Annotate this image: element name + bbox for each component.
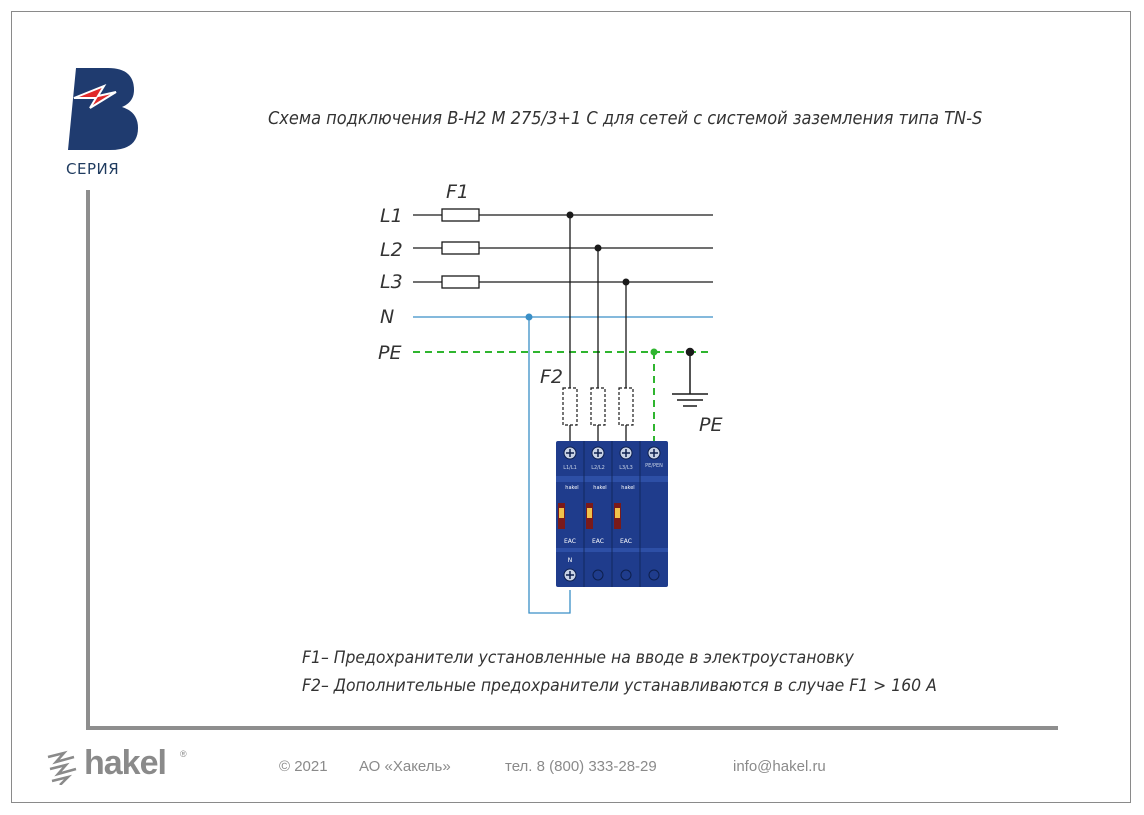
fuse-f1-l2 xyxy=(441,241,480,255)
terminal-label-l3: L3/L3 xyxy=(619,465,633,471)
line-label-pe: PE xyxy=(378,342,401,364)
pe-junction xyxy=(650,348,658,356)
line-label-l1: L1 xyxy=(380,205,403,227)
hakel-logo-text: hakel xyxy=(84,744,167,782)
series-label: СЕРИЯ xyxy=(66,160,120,178)
line-label-l2: L2 xyxy=(380,239,403,261)
series-b-logo xyxy=(68,68,138,150)
junction-l2 xyxy=(594,244,602,252)
frame-horizontal-rule xyxy=(86,726,1058,730)
footer-copyright: © 2021 xyxy=(279,758,328,775)
module-eac-1: EAC xyxy=(564,538,576,545)
footer-email[interactable]: info@hakel.ru xyxy=(733,758,826,775)
spd-device: L1/L1 L2/L2 L3/L3 PE/PEN hakel hakel hak… xyxy=(556,441,668,587)
note-f2: F2– Дополнительные предохранители устана… xyxy=(302,676,937,696)
fuse-f2-label: F2 xyxy=(540,366,563,388)
note-f1: F1– Предохранители установленные на ввод… xyxy=(302,648,854,668)
n-junction xyxy=(525,313,533,321)
device-n-label: N xyxy=(568,557,573,564)
n-drop xyxy=(528,317,571,614)
footer-company: АО «Хакель» xyxy=(359,758,451,775)
terminal-label-pe: PE/PEN xyxy=(645,463,663,469)
junction-l1 xyxy=(566,211,574,219)
diagram-notes: F1– Предохранители установленные на ввод… xyxy=(302,644,937,700)
line-label-l3: L3 xyxy=(380,271,403,293)
fuse-f1-l1 xyxy=(441,208,480,222)
diagram-title: Схема подключения B-H2 M 275/3+1 C для с… xyxy=(268,108,983,129)
page-frame xyxy=(11,11,1131,803)
fuse-f2-l2 xyxy=(590,387,606,426)
module-brand-2: hakel xyxy=(593,485,606,491)
fuse-f1-l3 xyxy=(441,275,480,289)
fuse-f2-l1 xyxy=(562,387,578,426)
junction-l3 xyxy=(622,278,630,286)
terminal-label-l2: L2/L2 xyxy=(591,465,605,471)
module-brand-1: hakel xyxy=(565,485,578,491)
module-brand-3: hakel xyxy=(621,485,634,491)
frame-vertical-rule xyxy=(86,190,90,730)
registered-mark: ® xyxy=(180,749,187,759)
fuse-f2-l3 xyxy=(618,387,634,426)
module-eac-2: EAC xyxy=(592,538,604,545)
fuse-f1-label: F1 xyxy=(446,181,469,203)
hakel-bolt-icon xyxy=(47,750,77,785)
line-label-n: N xyxy=(380,306,394,328)
ground-label: PE xyxy=(699,414,722,436)
module-eac-3: EAC xyxy=(620,538,632,545)
terminal-label-l1: L1/L1 xyxy=(563,465,577,471)
footer-phone: тел. 8 (800) 333-28-29 xyxy=(505,758,657,775)
